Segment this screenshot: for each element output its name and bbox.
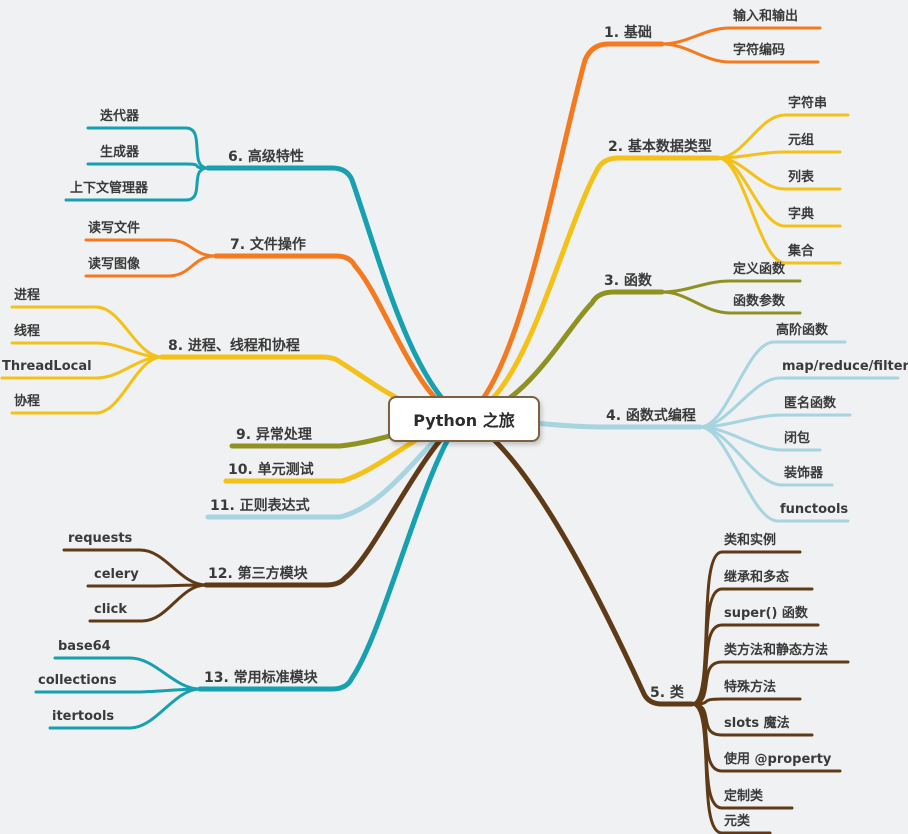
branch-6-child-1-curve (86, 162, 210, 170)
node-itertools: itertools (52, 709, 115, 724)
branch-12-child-2-curve (88, 583, 208, 623)
node-tuple: 元组 (788, 133, 815, 148)
branch-8-child-0-curve (10, 305, 164, 359)
node-generators: 生成器 (100, 145, 140, 160)
branch-label-basics: 1. 基础 (604, 25, 652, 41)
branch-label-third-party-modules: 12. 第三方模块 (208, 566, 308, 582)
node-slots-magic: slots 魔法 (724, 716, 790, 731)
branch-label-unit-testing: 10. 单元测试 (228, 462, 314, 478)
node-click: click (94, 602, 127, 617)
branch-2-curves (462, 113, 850, 421)
node-anonymous-functions: 匿名函数 (784, 396, 837, 411)
branch-6-child-2-curve (64, 166, 210, 202)
branch-5-curves (462, 415, 850, 834)
node-string: 字符串 (788, 96, 828, 111)
node-celery: celery (94, 567, 139, 582)
branch-12-child-1-curve (86, 583, 208, 588)
branch-2-curve (462, 155, 721, 421)
node-map-reduce-filter: map/reduce/filter (782, 359, 908, 374)
node-custom-classes: 定制类 (724, 789, 764, 804)
branch-4-curves (462, 340, 900, 523)
branch-3-child-0-curve (660, 279, 802, 294)
branch-4-child-1-curve (698, 376, 900, 429)
node-metaclasses: 元类 (724, 814, 751, 829)
branch-8-child-3-curve (10, 355, 164, 415)
node-iterators: 迭代器 (100, 109, 140, 124)
node-functools: functools (780, 502, 849, 517)
branch-7-child-1-curve (84, 254, 218, 278)
node-base64: base64 (58, 639, 111, 654)
branch-label-exception-handling: 9. 异常处理 (236, 427, 312, 443)
branch-5-curve (462, 415, 695, 707)
branch-5-child-4-curve (690, 697, 802, 706)
node-process: 进程 (14, 288, 41, 303)
branch-label-classes: 5. 类 (650, 685, 684, 701)
node-function-params: 函数参数 (733, 294, 786, 309)
branch-6-curves (64, 126, 465, 421)
node-input-output: 输入和输出 (733, 9, 799, 24)
node-context-managers: 上下文管理器 (70, 181, 149, 196)
branch-label-functional-programming: 4. 函数式编程 (606, 408, 696, 424)
branch-label-regex: 11. 正则表达式 (210, 498, 310, 514)
node-class-static-methods: 类方法和静态方法 (724, 643, 829, 658)
node-list: 列表 (788, 170, 815, 185)
branch-5-child-2-curve (690, 623, 820, 706)
branch-3-child-1-curve (660, 290, 802, 315)
branch-2-child-3-curve (716, 156, 842, 228)
branch-1-child-1-curve (660, 42, 820, 64)
branch-label-functions: 3. 函数 (604, 273, 652, 289)
node-dict: 字典 (788, 207, 815, 222)
branch-12-curves (62, 415, 465, 623)
branch-13-curves (34, 415, 465, 730)
center-node: Python 之旅 (388, 396, 540, 442)
branch-12-curve (203, 415, 465, 588)
branch-1-curves (462, 26, 822, 421)
node-higher-order-functions: 高阶函数 (776, 323, 829, 338)
branch-13-child-2-curve (48, 687, 202, 730)
branch-6-curve (205, 165, 465, 421)
node-read-write-images: 读写图像 (88, 257, 141, 272)
node-read-write-files: 读写文件 (88, 221, 141, 236)
branch-label-basic-data-types: 2. 基本数据类型 (608, 139, 712, 155)
branch-13-curve (197, 415, 465, 692)
branch-2-child-4-curve (716, 156, 842, 265)
branch-7-curve (213, 253, 465, 421)
branch-2-child-1-curve (716, 150, 842, 160)
node-decorators: 装饰器 (784, 466, 824, 481)
node-property-usage: 使用 @property (724, 752, 832, 767)
node-requests: requests (68, 531, 133, 546)
branch-label-process-thread-coroutine: 8. 进程、线程和协程 (168, 338, 300, 354)
branch-1-curve (462, 41, 665, 421)
branch-label-file-operations: 7. 文件操作 (230, 237, 306, 253)
branch-4-child-5-curve (698, 425, 850, 523)
node-define-function: 定义函数 (733, 262, 786, 277)
branch-label-advanced-features: 6. 高级特性 (228, 149, 304, 165)
branch-4-child-0-curve (698, 340, 847, 429)
node-thread: 线程 (14, 324, 41, 339)
node-special-methods: 特殊方法 (724, 680, 777, 695)
node-closures: 闭包 (784, 431, 811, 446)
node-classes-and-instances: 类和实例 (724, 533, 777, 548)
node-collections: collections (38, 673, 117, 688)
node-char-encoding: 字符编码 (733, 43, 786, 58)
branch-7-curves (84, 238, 465, 421)
branch-7-child-0-curve (84, 238, 218, 258)
node-super-function: super() 函数 (724, 606, 808, 621)
branch-13-child-1-curve (34, 687, 202, 694)
branch-5-child-8-curve (690, 702, 772, 834)
node-set: 集合 (788, 244, 815, 259)
node-inheritance-polymorphism: 继承和多态 (724, 570, 790, 585)
branch-1-child-0-curve (660, 26, 822, 46)
branch-label-standard-modules: 13. 常用标准模块 (204, 670, 318, 686)
node-threadlocal: ThreadLocal (2, 359, 92, 374)
node-coroutine: 协程 (14, 394, 41, 409)
